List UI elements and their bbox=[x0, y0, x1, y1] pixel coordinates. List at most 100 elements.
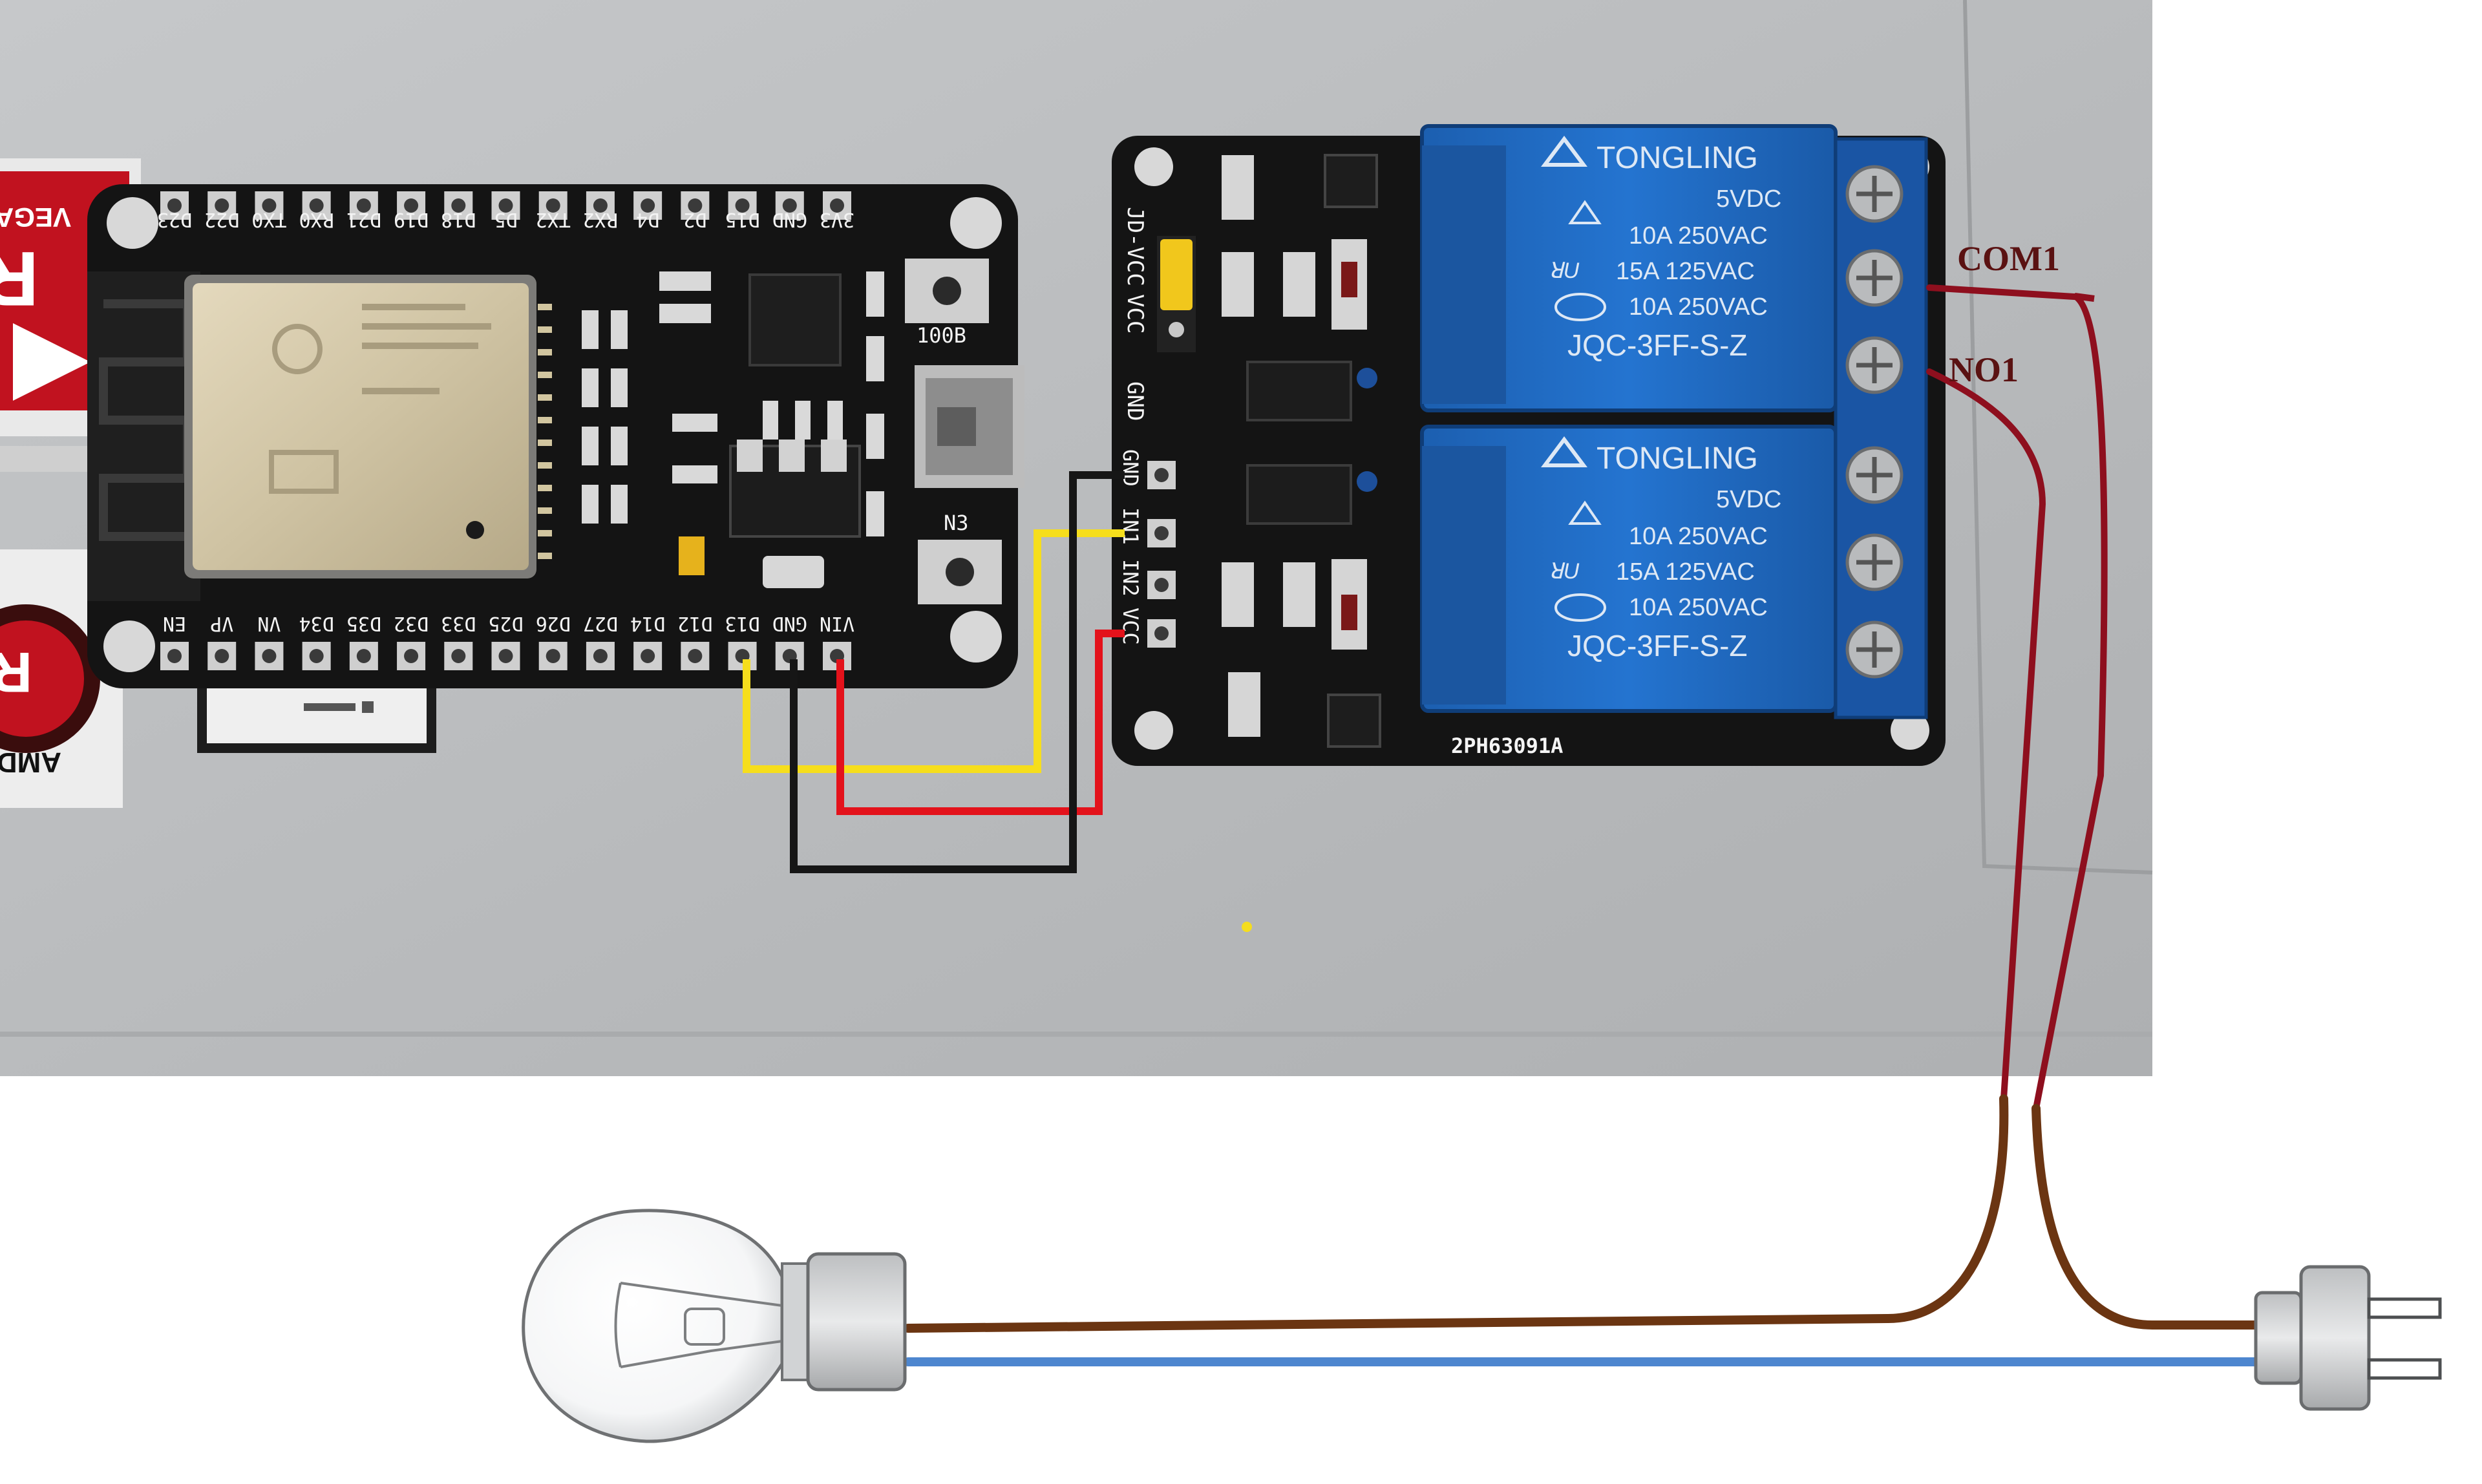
relay-1: TONGLING 5VDC 10A 250VAC 15A 125VAC 10A 250V… bbox=[1420, 124, 1838, 412]
esp32-bottom-header bbox=[160, 642, 851, 670]
relay-rating: 10A 250VAC bbox=[1629, 594, 1768, 621]
pin-label: D32 bbox=[394, 612, 429, 635]
mount-hole bbox=[107, 197, 158, 249]
boot-button[interactable] bbox=[905, 259, 989, 323]
tantalum-capacitor bbox=[679, 536, 705, 575]
ul-mark-icon: ꓤU bbox=[1548, 559, 1580, 584]
pin-label: D5 bbox=[494, 208, 517, 231]
pin-label: D27 bbox=[583, 612, 618, 635]
mount-hole bbox=[1134, 711, 1173, 750]
mains-wiring bbox=[904, 284, 2260, 1366]
relay-rating: 5VDC bbox=[1716, 486, 1781, 513]
no1-label: NO1 bbox=[1949, 350, 2019, 389]
optocoupler bbox=[1246, 464, 1352, 525]
pin-label: VN bbox=[257, 612, 281, 635]
lamp-socket bbox=[806, 1252, 907, 1392]
pin-label: D15 bbox=[725, 208, 759, 231]
pin-label: GND bbox=[772, 612, 807, 635]
pin-label: D18 bbox=[441, 208, 476, 231]
wire-yellow bbox=[743, 529, 1125, 773]
pin-label: TX2 bbox=[536, 208, 571, 231]
pin-label: D25 bbox=[488, 612, 523, 635]
pin-label: GND bbox=[772, 208, 807, 231]
wire-live-to-lamp bbox=[904, 1094, 2009, 1333]
mains-plug bbox=[2254, 1265, 2442, 1411]
relay-model: JQC-3FF-S-Z bbox=[1567, 629, 1748, 662]
en-button-label: N3 bbox=[944, 511, 969, 535]
relay-rating: 10A 250VAC bbox=[1629, 523, 1768, 550]
pin-label: 3V3 bbox=[820, 208, 854, 231]
wire-com1 bbox=[1926, 284, 2108, 1112]
sticker-amd: AMD bbox=[0, 747, 61, 778]
pin-label: VP bbox=[210, 612, 233, 635]
relay-rating: 15A 125VAC bbox=[1616, 258, 1755, 285]
cqc-mark-icon bbox=[1554, 293, 1606, 321]
tongling-logo-icon bbox=[1541, 436, 1587, 467]
pin-label: D33 bbox=[441, 612, 476, 635]
mount-hole bbox=[103, 620, 155, 672]
relay-header-label: VCC bbox=[1122, 294, 1148, 334]
mount-hole bbox=[1891, 711, 1929, 750]
optocoupler bbox=[1246, 361, 1352, 421]
pin-label: RX0 bbox=[299, 208, 334, 231]
jd-vcc-jumper[interactable] bbox=[1160, 239, 1193, 310]
yellow-dot bbox=[1242, 922, 1252, 932]
pin-label: D12 bbox=[677, 612, 712, 635]
sticker-ryzen: RY bbox=[0, 641, 32, 705]
screw-terminals bbox=[1834, 137, 1928, 719]
mount-hole bbox=[950, 611, 1002, 662]
wire-no1 bbox=[1926, 368, 2046, 1102]
tongling-logo-icon bbox=[1541, 136, 1587, 167]
pin-label: D34 bbox=[299, 612, 334, 635]
pin-label: D14 bbox=[630, 612, 665, 635]
warning-icon bbox=[1568, 200, 1602, 224]
amd-arrow-logo bbox=[13, 323, 90, 401]
light-bulb bbox=[522, 1209, 907, 1443]
relay-input-label: GND bbox=[1118, 449, 1143, 487]
wire-black bbox=[790, 471, 1125, 873]
pin-label: EN bbox=[163, 612, 186, 635]
mount-hole bbox=[950, 197, 1002, 249]
relay-header-label: JD-VCC bbox=[1122, 207, 1148, 286]
pin-label: D35 bbox=[346, 612, 381, 635]
relay-rating: 10A 250VAC bbox=[1629, 222, 1768, 249]
cqc-mark-icon bbox=[1554, 593, 1606, 622]
pin-label: D2 bbox=[683, 208, 706, 231]
board-code: 2PH63091A bbox=[1451, 734, 1563, 758]
relay-header-label: GND bbox=[1122, 381, 1148, 421]
plug-pin bbox=[2367, 1297, 2442, 1319]
relay-rating: 15A 125VAC bbox=[1616, 558, 1755, 586]
boot-button-label: 100B bbox=[917, 323, 966, 348]
en-button[interactable] bbox=[918, 540, 1002, 604]
relay-brand: TONGLING bbox=[1596, 141, 1758, 175]
pin-label: D21 bbox=[346, 208, 381, 231]
pin-label: D23 bbox=[157, 208, 192, 231]
filament-icon bbox=[614, 1282, 783, 1368]
relays: TONGLING 5VDC 10A 250VAC 15A 125VAC 10A 250V… bbox=[1420, 124, 1838, 713]
pin-label: TX0 bbox=[251, 208, 286, 231]
com1-label: COM1 bbox=[1957, 239, 2060, 278]
ul-mark-icon: ꓤU bbox=[1548, 259, 1580, 283]
jumper-wires bbox=[743, 471, 1125, 873]
micro-usb-port[interactable] bbox=[915, 365, 1024, 488]
wire-live-to-plug bbox=[2031, 1104, 2260, 1330]
pin-label: VIN bbox=[820, 612, 854, 635]
pin-label: D22 bbox=[204, 208, 239, 231]
sticker-vega: VEGA bbox=[0, 202, 71, 233]
mount-hole bbox=[1134, 147, 1173, 186]
relay-model: JQC-3FF-S-Z bbox=[1567, 328, 1748, 362]
relay-rating: 10A 250VAC bbox=[1629, 293, 1768, 321]
pin-label: D26 bbox=[536, 612, 571, 635]
plug-pin bbox=[2367, 1358, 2442, 1380]
relay-input-label: VCC bbox=[1118, 608, 1143, 645]
relay-rating: 5VDC bbox=[1716, 186, 1781, 213]
pin-label: D19 bbox=[394, 208, 429, 231]
warning-icon bbox=[1568, 500, 1602, 525]
pin-label: D4 bbox=[636, 208, 659, 231]
